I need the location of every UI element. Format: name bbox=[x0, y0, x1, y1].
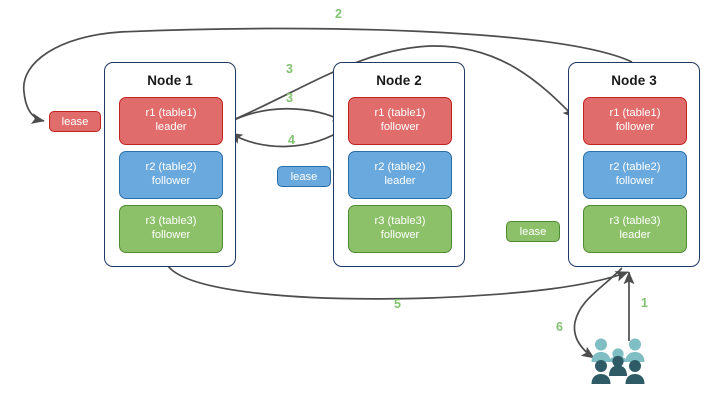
replica-name: r1 (table1) bbox=[145, 107, 197, 120]
step-label-4: 4 bbox=[288, 133, 295, 147]
step-label-5: 5 bbox=[394, 297, 401, 311]
replica-role: follower bbox=[380, 229, 420, 241]
replica-role: leader bbox=[384, 175, 416, 187]
replica-role: follower bbox=[380, 121, 420, 133]
replica-role: follower bbox=[615, 121, 655, 133]
replica-node2-r3: r3 (table3) follower bbox=[348, 205, 452, 253]
node-box-node3: Node 3 r1 (table1) follower r2 (table2) … bbox=[568, 62, 700, 267]
node-box-node2: Node 2 r1 (table1) follower r2 (table2) … bbox=[333, 62, 465, 267]
node-title: Node 2 bbox=[376, 73, 422, 88]
replica-node1-r3: r3 (table3) follower bbox=[119, 205, 223, 253]
node-title: Node 3 bbox=[611, 73, 657, 88]
replica-node2-r2: r2 (table2) leader bbox=[348, 151, 452, 199]
step-label-1: 1 bbox=[641, 296, 648, 310]
replica-node2-r1: r1 (table1) follower bbox=[348, 97, 452, 145]
lease-label: lease bbox=[290, 170, 318, 183]
replica-name: r1 (table1) bbox=[374, 107, 426, 120]
users-group-icon bbox=[591, 338, 645, 384]
replica-role: follower bbox=[615, 175, 655, 187]
replica-role: follower bbox=[151, 229, 191, 241]
replica-role: follower bbox=[151, 175, 191, 187]
replica-name: r2 (table2) bbox=[609, 161, 661, 174]
step-label-6: 6 bbox=[556, 320, 563, 334]
replica-name: r1 (table1) bbox=[609, 107, 661, 120]
lease-badge-red: lease bbox=[49, 111, 101, 132]
replica-name: r3 (table3) bbox=[609, 215, 661, 228]
replica-name: r2 (table2) bbox=[145, 161, 197, 174]
replica-role: leader bbox=[155, 121, 187, 133]
lease-label: lease bbox=[61, 115, 89, 128]
edge-step-5-node1-to-node3 bbox=[167, 265, 629, 300]
replica-node3-r3: r3 (table3) leader bbox=[583, 205, 687, 253]
node-box-node1: Node 1 r1 (table1) leader r2 (table2) fo… bbox=[104, 62, 236, 267]
step-label-3a: 3 bbox=[286, 62, 293, 76]
lease-badge-blue: lease bbox=[277, 166, 331, 187]
edge-step-3-node1-to-node2 bbox=[225, 107, 346, 125]
replica-node1-r2: r2 (table2) follower bbox=[119, 151, 223, 199]
replica-node1-r1: r1 (table1) leader bbox=[119, 97, 223, 145]
lease-label: lease bbox=[519, 225, 547, 238]
step-label-3b: 3 bbox=[286, 91, 293, 105]
replica-role: leader bbox=[619, 229, 651, 241]
node-title: Node 1 bbox=[147, 73, 193, 88]
replica-node3-r1: r1 (table1) follower bbox=[583, 97, 687, 145]
step-label-2: 2 bbox=[335, 7, 342, 21]
replica-name: r3 (table3) bbox=[145, 215, 197, 228]
replica-name: r2 (table2) bbox=[374, 161, 426, 174]
replica-name: r3 (table3) bbox=[374, 215, 426, 228]
replica-node3-r2: r2 (table2) follower bbox=[583, 151, 687, 199]
lease-badge-green: lease bbox=[506, 221, 560, 242]
